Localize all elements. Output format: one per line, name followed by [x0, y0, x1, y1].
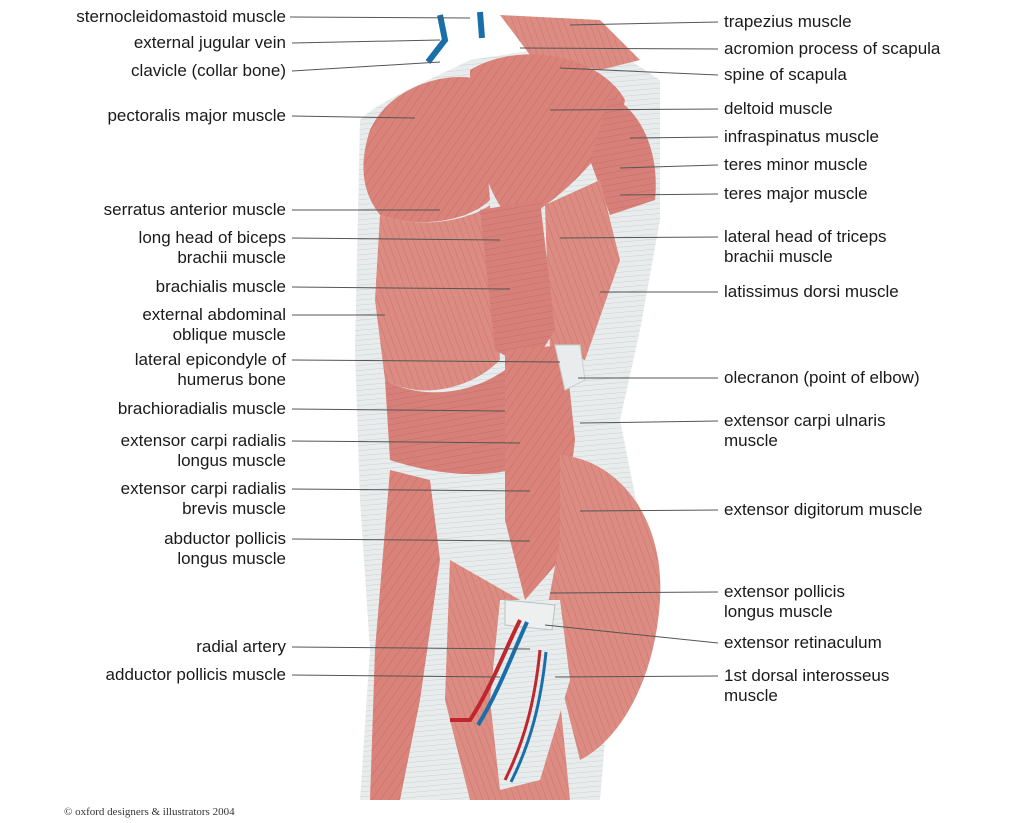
serratus-shape: [375, 205, 500, 390]
neck-vein-2: [480, 12, 482, 38]
label-trapezius-muscle-line: trapezius muscle: [724, 12, 852, 32]
label-adductor-pollicis-muscle: adductor pollicis muscle: [106, 665, 286, 685]
label-clavicle: clavicle (collar bone): [131, 61, 286, 81]
label-serratus-anterior-muscle: serratus anterior muscle: [104, 200, 286, 220]
label-brachialis-muscle-line: brachialis muscle: [156, 277, 286, 297]
label-extensor-carpi-radialis-brevis-line: extensor carpi radialis: [121, 479, 286, 499]
label-lateral-epicondyle-line: humerus bone: [135, 370, 286, 390]
label-latissimus-dorsi-muscle-line: latissimus dorsi muscle: [724, 282, 899, 302]
label-serratus-anterior-muscle-line: serratus anterior muscle: [104, 200, 286, 220]
label-external-jugular-vein: external jugular vein: [134, 33, 286, 53]
label-extensor-carpi-radialis-longus-line: extensor carpi radialis: [121, 431, 286, 451]
label-extensor-pollicis-longus-line: extensor pollicis: [724, 582, 845, 602]
label-brachioradialis-muscle-line: brachioradialis muscle: [118, 399, 286, 419]
label-olecranon-line: olecranon (point of elbow): [724, 368, 920, 388]
label-long-head-of-biceps-line: brachii muscle: [139, 248, 286, 268]
label-external-jugular-vein-line: external jugular vein: [134, 33, 286, 53]
label-extensor-carpi-ulnaris-line: extensor carpi ulnaris: [724, 411, 886, 431]
label-lateral-epicondyle-line: lateral epicondyle of: [135, 350, 286, 370]
label-acromion-process: acromion process of scapula: [724, 39, 940, 59]
label-external-abdominal-oblique-line: external abdominal: [142, 305, 286, 325]
label-extensor-retinaculum-line: extensor retinaculum: [724, 633, 882, 653]
label-adductor-pollicis-muscle-line: adductor pollicis muscle: [106, 665, 286, 685]
label-teres-major-muscle: teres major muscle: [724, 184, 868, 204]
label-teres-minor-muscle-line: teres minor muscle: [724, 155, 868, 175]
label-abductor-pollicis-longus-line: abductor pollicis: [164, 529, 286, 549]
label-latissimus-dorsi-muscle: latissimus dorsi muscle: [724, 282, 899, 302]
label-1st-dorsal-interosseus-line: 1st dorsal interosseus: [724, 666, 889, 686]
label-extensor-digitorum-muscle-line: extensor digitorum muscle: [724, 500, 922, 520]
label-clavicle-line: clavicle (collar bone): [131, 61, 286, 81]
label-radial-artery: radial artery: [196, 637, 286, 657]
label-spine-of-scapula: spine of scapula: [724, 65, 847, 85]
label-extensor-digitorum-muscle: extensor digitorum muscle: [724, 500, 922, 520]
label-brachialis-muscle: brachialis muscle: [156, 277, 286, 297]
label-lateral-head-of-triceps-line: lateral head of triceps: [724, 227, 887, 247]
label-deltoid-muscle: deltoid muscle: [724, 99, 833, 119]
label-pectoralis-major-muscle-line: pectoralis major muscle: [107, 106, 286, 126]
label-radial-artery-line: radial artery: [196, 637, 286, 657]
label-1st-dorsal-interosseus-line: muscle: [724, 686, 889, 706]
label-extensor-carpi-radialis-longus-line: longus muscle: [121, 451, 286, 471]
label-lateral-head-of-triceps: lateral head of tricepsbrachii muscle: [724, 227, 887, 267]
label-long-head-of-biceps-line: long head of biceps: [139, 228, 286, 248]
label-deltoid-muscle-line: deltoid muscle: [724, 99, 833, 119]
label-extensor-pollicis-longus-line: longus muscle: [724, 602, 845, 622]
label-infraspinatus-muscle: infraspinatus muscle: [724, 127, 879, 147]
label-external-abdominal-oblique-line: oblique muscle: [142, 325, 286, 345]
label-long-head-of-biceps: long head of bicepsbrachii muscle: [139, 228, 286, 268]
label-extensor-retinaculum: extensor retinaculum: [724, 633, 882, 653]
label-acromion-process-line: acromion process of scapula: [724, 39, 940, 59]
jugular-vein: [428, 15, 445, 62]
label-external-jugular-vein-leader: [292, 40, 440, 43]
label-infraspinatus-muscle-line: infraspinatus muscle: [724, 127, 879, 147]
copyright-notice: © oxford designers & illustrators 2004: [64, 806, 235, 818]
label-sternocleidomastoid-muscle: sternocleidomastoid muscle: [76, 7, 286, 27]
label-trapezius-muscle: trapezius muscle: [724, 12, 852, 32]
label-brachioradialis-muscle: brachioradialis muscle: [118, 399, 286, 419]
label-pectoralis-major-muscle: pectoralis major muscle: [107, 106, 286, 126]
label-teres-major-muscle-line: teres major muscle: [724, 184, 868, 204]
label-spine-of-scapula-line: spine of scapula: [724, 65, 847, 85]
label-teres-minor-muscle: teres minor muscle: [724, 155, 868, 175]
label-clavicle-leader: [292, 62, 440, 71]
label-sternocleidomastoid-muscle-line: sternocleidomastoid muscle: [76, 7, 286, 27]
label-abductor-pollicis-longus-line: longus muscle: [164, 549, 286, 569]
label-extensor-carpi-radialis-brevis-line: brevis muscle: [121, 499, 286, 519]
label-olecranon: olecranon (point of elbow): [724, 368, 920, 388]
label-lateral-head-of-triceps-line: brachii muscle: [724, 247, 887, 267]
label-extensor-carpi-ulnaris-line: muscle: [724, 431, 886, 451]
